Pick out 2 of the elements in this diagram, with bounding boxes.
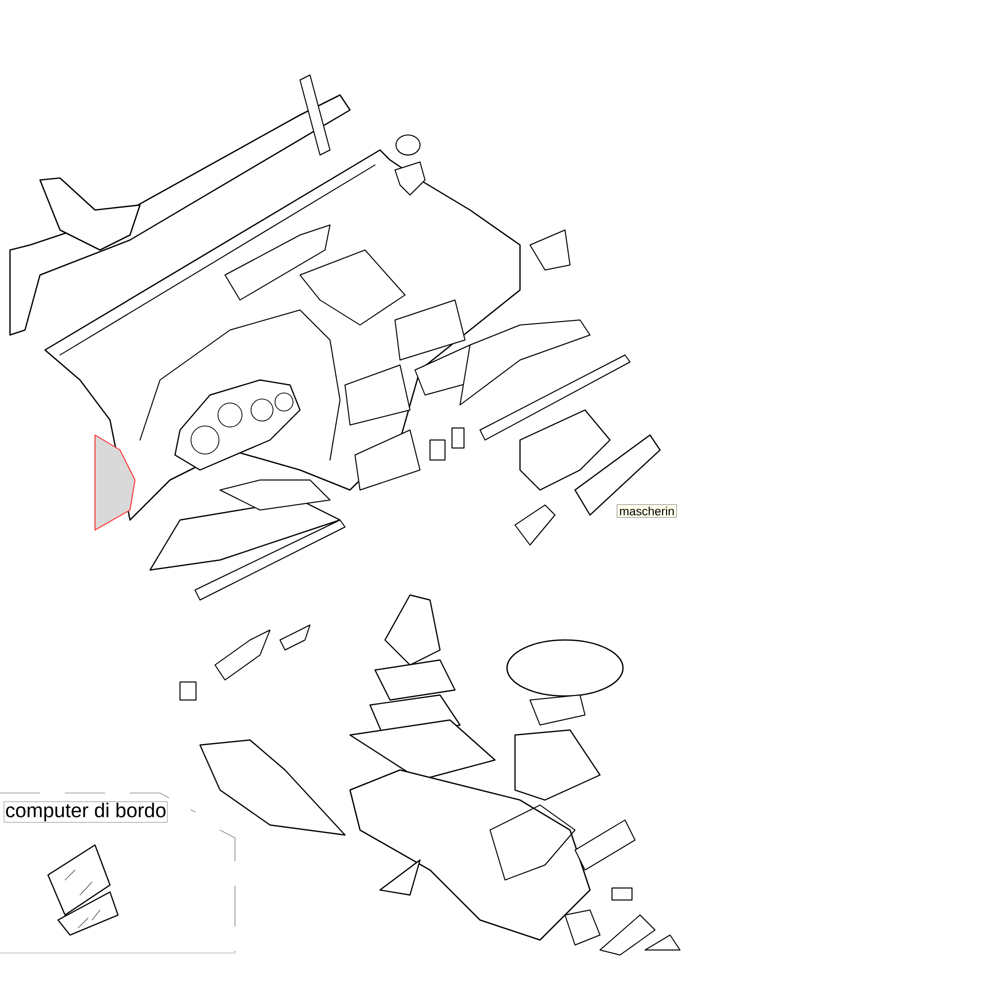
part-label: computer di bordo <box>4 802 168 823</box>
tooltip: mascherin <box>617 504 677 518</box>
